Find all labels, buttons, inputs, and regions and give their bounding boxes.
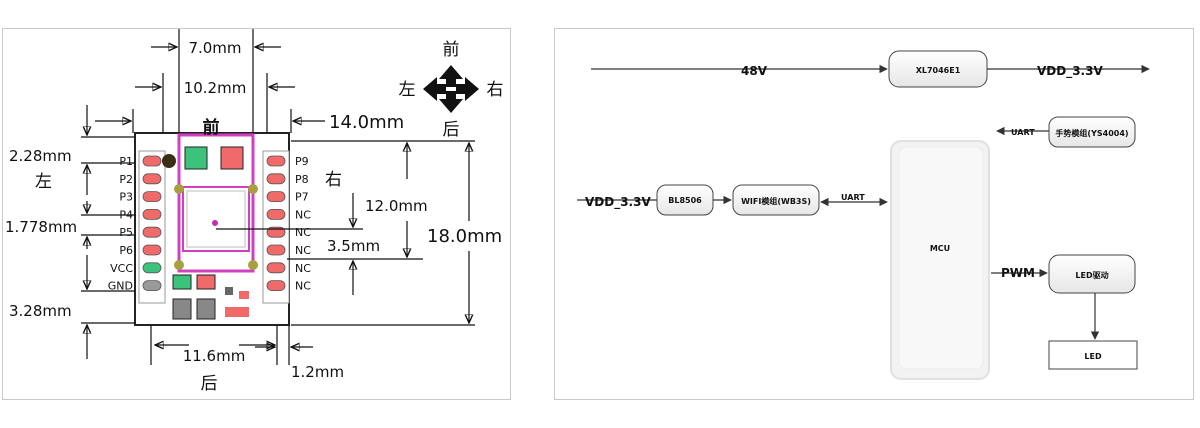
right-pads: [266, 155, 286, 292]
compass-down: 后: [443, 120, 460, 140]
label-uart-gesture: UART: [1011, 128, 1035, 137]
block-led-label: LED: [1084, 352, 1102, 361]
right-pin-label: P7: [295, 191, 309, 204]
block-gesture: [1048, 116, 1136, 148]
left-pad: [142, 173, 162, 185]
block-wifi: [732, 184, 820, 216]
left-pad: [142, 280, 162, 292]
dim-1-2mm: 1.2mm: [291, 363, 344, 381]
label-right: 右: [325, 170, 342, 190]
left-pin-label: P5: [119, 226, 133, 239]
dim-10-2mm: 10.2mm: [184, 79, 247, 97]
left-pin-label: P3: [119, 191, 133, 204]
dim-11-6mm: 11.6mm: [183, 347, 246, 365]
left-pin-label: GND: [108, 280, 133, 293]
block-diagram: 48V XL7046E1 VDD_3.3V MCU UART 手势模组(YS40…: [577, 50, 1150, 380]
dim-1-778mm: 1.778mm: [5, 218, 77, 236]
chip-outline: [182, 186, 250, 252]
left-pin-label: VCC: [110, 262, 133, 275]
block-mcu-label: MCU: [930, 244, 950, 253]
red-pad: [220, 146, 244, 170]
left-pad: [142, 191, 162, 203]
block-led-driver-label: LED驱动: [1075, 270, 1108, 280]
compass-up: 前: [443, 40, 460, 60]
label-back: 后: [201, 374, 218, 394]
dim-7mm: 7.0mm: [188, 39, 241, 57]
right-pin-label: NC: [295, 244, 311, 257]
label-pwm: PWM: [1001, 266, 1035, 280]
label-left: 左: [35, 172, 52, 192]
right-pin-label: P8: [295, 173, 309, 186]
dim-14mm: 14.0mm: [329, 112, 404, 133]
left-pad: [142, 244, 162, 256]
left-pin-label: P4: [119, 208, 133, 221]
right-pin-label: NC: [295, 226, 311, 239]
green-pad: [184, 146, 208, 170]
dim-2-28mm: 2.28mm: [9, 147, 72, 165]
right-pin-label: NC: [295, 208, 311, 221]
right-pad: [266, 155, 286, 167]
right-pad: [266, 226, 286, 238]
right-pad: [266, 173, 286, 185]
left-pad: [142, 226, 162, 238]
label-48v: 48V: [741, 64, 768, 78]
mount-hole: [162, 154, 176, 168]
left-pin-label: P1: [119, 155, 133, 168]
left-pin-label: P6: [119, 244, 133, 257]
direction-compass: 前 后 左 右: [399, 40, 504, 140]
dim-3-5mm: 3.5mm: [327, 237, 380, 255]
label-front: 前: [203, 117, 220, 138]
right-pad: [266, 244, 286, 256]
right-pad: [266, 191, 286, 203]
label-vdd-in: VDD_3.3V: [585, 195, 651, 210]
module-dimension-panel: 7.0mm 10.2mm 14.0mm 前 前 后 左 右 2.28mm 左 1…: [2, 28, 511, 400]
left-pad: [142, 262, 162, 274]
block-xl7046e1-label: XL7046E1: [916, 66, 961, 75]
left-pad: [142, 208, 162, 220]
block-led-driver: [1048, 254, 1136, 294]
right-pad: [266, 280, 286, 292]
block-bl8506-label: BL8506: [668, 196, 702, 205]
right-pad: [266, 262, 286, 274]
left-pads: [142, 155, 162, 292]
label-vdd-out: VDD_3.3V: [1037, 64, 1103, 79]
compass-left: 左: [399, 80, 416, 100]
right-pin-label: NC: [295, 280, 311, 293]
dim-12mm: 12.0mm: [365, 197, 428, 215]
left-pad: [142, 155, 162, 167]
right-pin-label: P9: [295, 155, 309, 168]
block-led: [1048, 340, 1138, 370]
dim-3-28mm: 3.28mm: [9, 302, 72, 320]
label-uart-wifi: UART: [841, 193, 865, 202]
right-pad: [266, 208, 286, 220]
dim-18mm: 18.0mm: [427, 226, 502, 247]
left-pin-label: P2: [119, 173, 133, 186]
module-dimension-diagram: 7.0mm 10.2mm 14.0mm 前 前 后 左 右 2.28mm 左 1…: [5, 29, 504, 394]
compass-right: 右: [487, 80, 504, 100]
block-diagram-panel: 48V XL7046E1 VDD_3.3V MCU UART 手势模组(YS40…: [554, 28, 1194, 400]
block-wifi-label: WIFI模组(WB3S): [741, 196, 811, 206]
block-gesture-label: 手势模组(YS4004): [1055, 128, 1128, 138]
right-pin-label: NC: [295, 262, 311, 275]
